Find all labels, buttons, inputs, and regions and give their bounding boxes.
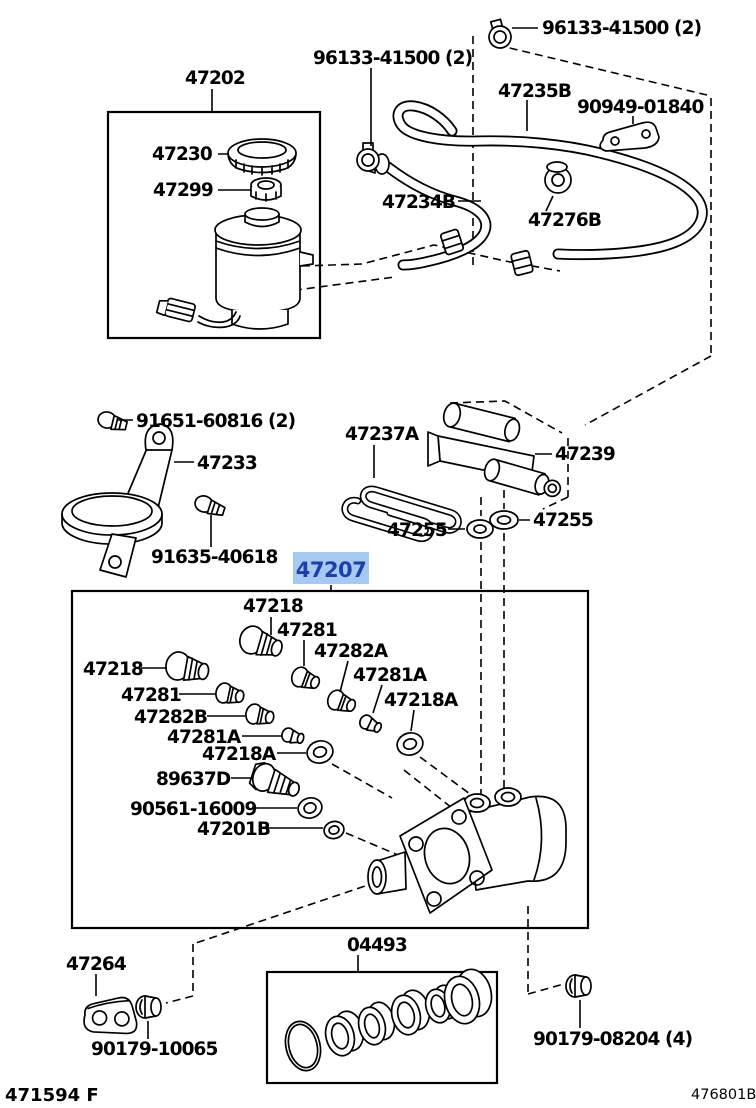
part-label-47239[interactable]: 47239 — [555, 444, 616, 465]
part-label-47233[interactable]: 47233 — [197, 453, 258, 474]
master-cylinder-assembly-box — [70, 589, 590, 930]
plug-47281-top-drawing — [290, 666, 321, 690]
bracket-47233-drawing — [61, 423, 174, 578]
washer-47255-left-drawing — [466, 519, 494, 539]
part-label-91635-40618[interactable]: 91635-40618 — [151, 547, 278, 568]
hose-clip-left-drawing — [439, 228, 465, 256]
part-label-47218-top[interactable]: 47218 — [243, 596, 304, 617]
part-label-47299[interactable]: 47299 — [153, 180, 214, 201]
part-label-47281-left[interactable]: 47281 — [121, 685, 182, 706]
part-label-47235b[interactable]: 47235B — [498, 81, 572, 102]
part-label-90561-16009[interactable]: 90561-16009 — [130, 799, 257, 820]
reservoir-tank-drawing — [155, 207, 314, 330]
part-label-47281a-right[interactable]: 47281A — [353, 665, 429, 686]
master-cylinder-drawing — [367, 787, 567, 914]
union-47218-top-drawing — [238, 625, 283, 657]
leader-lines — [95, 27, 634, 1039]
drawing-code-left: 471594 F — [5, 1085, 99, 1106]
hose-clamp-top-drawing — [488, 18, 512, 49]
gasket-47201b-drawing — [323, 820, 345, 840]
hose-clip-right-drawing — [510, 249, 534, 277]
wire-47237a-drawing — [341, 485, 462, 543]
part-label-47218a-right[interactable]: 47218A — [384, 690, 460, 711]
part-label-89637d[interactable]: 89637D — [156, 769, 232, 790]
seal-kit-drawing — [284, 968, 493, 1072]
part-label-47218a-left[interactable]: 47218A — [202, 744, 278, 765]
part-label-47282a[interactable]: 47282A — [314, 641, 390, 662]
part-label-47218-left[interactable]: 47218 — [83, 659, 144, 680]
part-label-47264[interactable]: 47264 — [66, 954, 128, 975]
part-label-47201b[interactable]: 47201B — [197, 819, 271, 840]
plug-47282b-drawing — [245, 703, 275, 725]
bolt-91635-drawing — [194, 495, 226, 517]
part-label-47237a[interactable]: 47237A — [345, 424, 421, 445]
part-label-47255-left[interactable]: 47255 — [387, 520, 448, 541]
drawing-code-right: 476801B — [691, 1087, 756, 1103]
fitting-47281a-right-drawing — [358, 714, 383, 734]
gasket-47218a-left-drawing — [306, 740, 334, 764]
hose-47235b-drawing — [392, 100, 708, 261]
part-labels: 47202 96133-41500 (2) 96133-41500 (2) 47… — [66, 18, 704, 1060]
repair-kit-box — [265, 970, 499, 1085]
part-label-47255-right[interactable]: 47255 — [533, 510, 594, 531]
gasket-90561-drawing — [297, 797, 323, 819]
part-label-47234b[interactable]: 47234B — [382, 192, 456, 213]
nut-90179-08204-drawing — [565, 974, 592, 998]
part-label-91651-60816[interactable]: 91651-60816 (2) — [136, 411, 296, 432]
reservoir-cap-drawing — [227, 138, 297, 176]
part-label-47281-top[interactable]: 47281 — [277, 620, 338, 641]
part-label-47276b[interactable]: 47276B — [528, 210, 602, 231]
grommet-47276b-drawing — [544, 161, 572, 194]
part-label-96133-top[interactable]: 96133-41500 (2) — [542, 18, 702, 39]
gasket-47218a-right-drawing — [396, 732, 424, 756]
part-label-90179-08204[interactable]: 90179-08204 (4) — [533, 1029, 693, 1050]
part-label-90179-10065[interactable]: 90179-10065 — [91, 1039, 218, 1060]
union-47218-left-drawing — [165, 651, 210, 682]
part-label-47282b[interactable]: 47282B — [134, 707, 208, 728]
bracket-90949-drawing — [599, 121, 660, 152]
nut-90179-10065-drawing — [135, 995, 162, 1019]
part-label-96133-mid[interactable]: 96133-41500 (2) — [313, 48, 473, 69]
hose-clamp-mid-drawing — [356, 142, 380, 172]
part-label-47207-highlighted[interactable]: 47207 — [296, 558, 367, 582]
fitting-47281a-left-drawing — [281, 727, 305, 745]
plug-47282a-drawing — [326, 689, 357, 713]
dashed-reference-lines — [165, 36, 712, 1004]
reservoir-assembly-box — [106, 110, 322, 340]
part-label-47202[interactable]: 47202 — [185, 68, 246, 89]
clevis-47264-drawing — [83, 996, 138, 1035]
reservoir-float-drawing — [250, 177, 282, 202]
valve-47239-drawing — [427, 402, 562, 498]
washer-47255-right-drawing — [489, 510, 519, 530]
part-label-04493[interactable]: 04493 — [347, 935, 408, 956]
part-label-47230[interactable]: 47230 — [152, 144, 213, 165]
switch-89637d-drawing — [248, 761, 300, 797]
highlighted-part-background[interactable] — [293, 552, 369, 584]
plug-47281-left-drawing — [215, 682, 245, 704]
part-label-90949-01840[interactable]: 90949-01840 — [577, 97, 704, 118]
part-label-47281a-left[interactable]: 47281A — [167, 727, 243, 748]
